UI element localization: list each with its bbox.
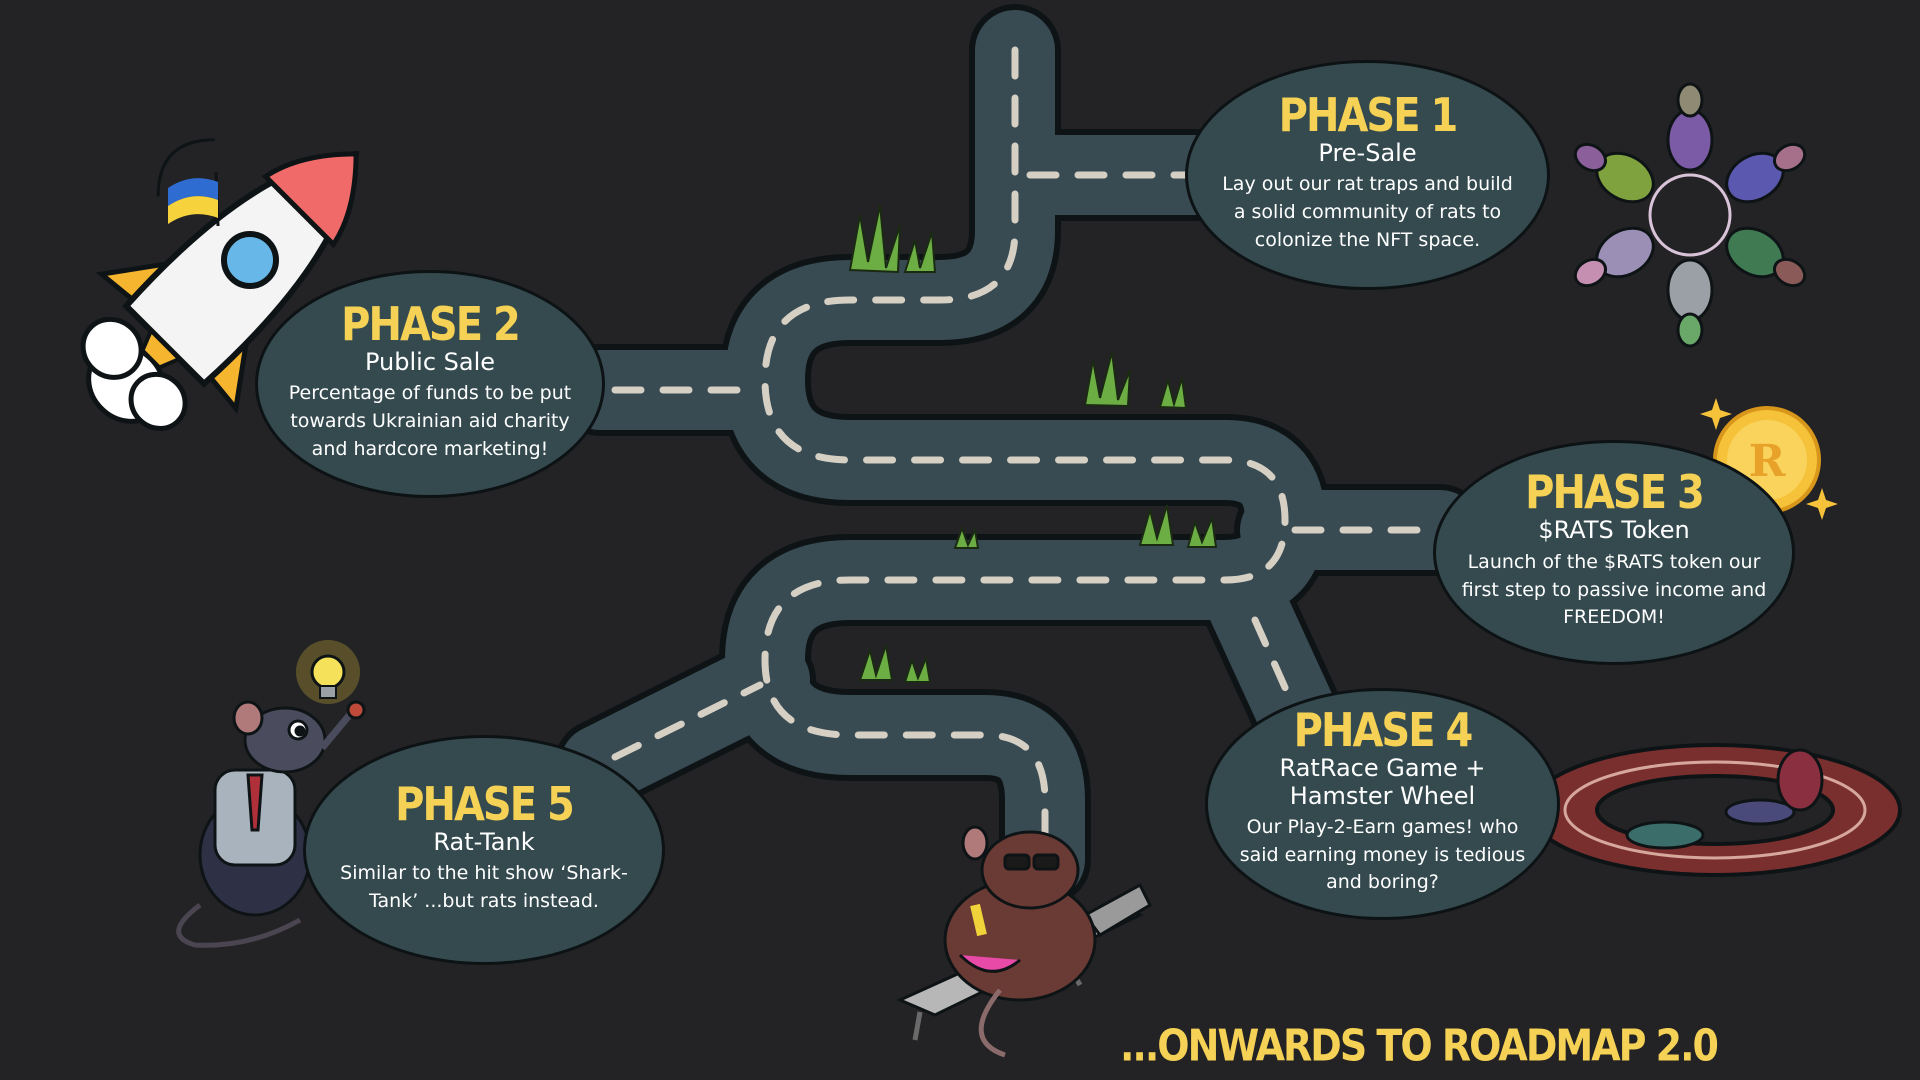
ukraine-flag-icon [168, 171, 220, 227]
grass-icon [848, 204, 1218, 683]
phase-1-title: PHASE 1 [1278, 89, 1459, 143]
phase-3-bubble: PHASE 3 $RATS Token Launch of the $RATS … [1433, 440, 1795, 665]
phase-5-title: PHASE 5 [395, 778, 575, 832]
phase-5-subtitle: Rat-Tank [433, 827, 535, 856]
lightbulb-icon [296, 640, 360, 704]
phase-4-description: Our Play-2-Earn games! who said earning … [1239, 816, 1526, 894]
phase-3-description: Launch of the $RATS token our first step… [1461, 550, 1767, 629]
rat-sunbathing-icon [896, 825, 1152, 1058]
phase-1-subtitle: Pre-Sale [1318, 138, 1417, 167]
rat-businessman-icon [176, 700, 366, 948]
road [554, 4, 1486, 906]
phase-5-bubble: PHASE 5 Rat-Tank Similar to the hit show… [303, 735, 665, 965]
phase-1-bubble: PHASE 1 Pre-Sale Lay out our rat traps a… [1185, 60, 1550, 290]
rat-circle-icon [1573, 82, 1807, 348]
phase-2-subtitle: Public Sale [364, 347, 496, 376]
phase-2-bubble: PHASE 2 Public Sale Percentage of funds … [255, 270, 605, 498]
phase-4-title: PHASE 4 [1293, 704, 1474, 758]
phase-2-title: PHASE 2 [341, 298, 521, 352]
rocket-icon [80, 138, 360, 431]
coin-letter: R [1749, 436, 1786, 487]
sparkle-icon [1700, 398, 1838, 520]
roadmap-footer-text: ...ONWARDS TO ROADMAP 2.0 [1120, 1020, 1719, 1071]
phase-4-bubble: PHASE 4 RatRace Game + Hamster Wheel Our… [1205, 688, 1560, 920]
phase-4-subtitle: RatRace Game + Hamster Wheel [1279, 754, 1486, 810]
coin-icon: R [1713, 406, 1821, 514]
race-track-icon [1528, 743, 1902, 877]
phase-3-subtitle: $RATS Token [1538, 516, 1690, 545]
phase-2-description: Percentage of funds to be put towards Uk… [288, 382, 572, 460]
phase-3-title: PHASE 3 [1525, 466, 1705, 520]
phase-5-description: Similar to the hit show ‘Shark-Tank’ ...… [340, 862, 628, 912]
phase-1-description: Lay out our rat traps and build a solid … [1222, 173, 1513, 251]
